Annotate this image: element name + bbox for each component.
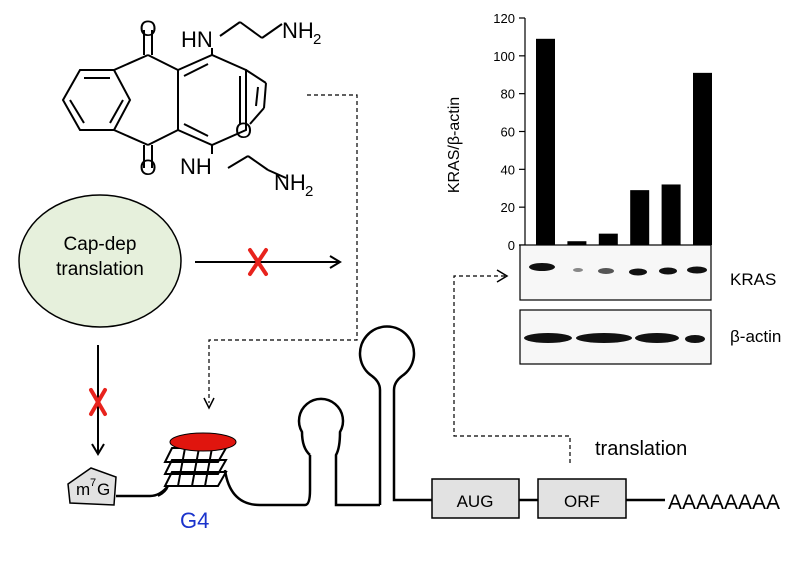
m7g-cap-pentagon	[67, 467, 117, 506]
amine-nh-bottom: NH	[180, 154, 212, 179]
western-blot: KRAS β-actin	[519, 244, 781, 365]
dashed-connector-molecule-g4	[208, 94, 358, 403]
actin-band	[524, 333, 572, 343]
kras-band	[659, 267, 677, 275]
ligand-bound-ellipse	[169, 432, 237, 452]
kras-band	[687, 266, 707, 274]
y-tick-label: 40	[501, 162, 515, 177]
dashed-arrowhead-g4	[203, 397, 215, 410]
g4-label: G4	[180, 508, 209, 533]
molecule-structure	[61, 21, 287, 179]
furan-oxygen: O	[235, 118, 252, 143]
amine-hn-top: HN	[181, 27, 213, 52]
g-quadruplex-icon	[157, 447, 228, 497]
actin-band	[635, 333, 679, 343]
poly-a-tail-label: AAAAAAAA	[668, 491, 780, 514]
kras-bar-chart: 0 20 40 60 80 100 120 KRAS/β-actin	[446, 11, 712, 253]
chart-y-axis-label: KRAS/β-actin	[446, 97, 463, 193]
y-tick-label: 80	[501, 87, 515, 102]
dashed-connector-orf-blot	[453, 275, 571, 463]
kras-blot-label: KRAS	[730, 270, 776, 289]
actin-band	[576, 333, 632, 343]
aug-box	[431, 478, 520, 519]
kras-band	[598, 268, 614, 274]
orf-box	[537, 478, 627, 519]
kras-bands	[529, 263, 707, 276]
mrna-strand	[116, 325, 665, 507]
kras-band	[529, 263, 555, 271]
bar-4	[630, 190, 650, 245]
bar-5	[661, 184, 681, 245]
actin-band	[685, 335, 705, 343]
amine-nh2-top-subscript: 2	[313, 31, 321, 48]
amine-nh2-bottom: NH	[274, 170, 306, 195]
actin-blot-label: β-actin	[730, 327, 781, 346]
m7g-label-sup: 7	[90, 477, 96, 489]
carbonyl-oxygen-bottom: O	[139, 155, 156, 180]
y-tick-label: 120	[493, 11, 515, 26]
dashed-arrowhead-blot	[496, 269, 509, 283]
y-tick-label: 0	[508, 238, 515, 253]
amine-nh2-top: NH	[282, 18, 314, 43]
actin-bands	[524, 333, 705, 343]
m7g-label-g: G	[97, 480, 110, 499]
cap-dep-label-line1: Cap-dep	[64, 234, 137, 255]
y-tick-label: 60	[501, 125, 515, 140]
inhibit-x-icon-down	[89, 388, 107, 416]
bar-2	[567, 241, 587, 245]
translation-label: translation	[595, 438, 687, 460]
carbonyl-oxygen-top: O	[139, 16, 156, 41]
bar-3	[598, 233, 618, 245]
bar-6	[693, 72, 712, 245]
inhibit-x-icon-right	[248, 248, 268, 276]
amine-nh2-bottom-subscript: 2	[305, 183, 313, 200]
cap-dep-translation-ellipse	[18, 194, 182, 328]
cap-dep-label-line2: translation	[56, 259, 144, 280]
kras-band	[629, 268, 647, 276]
bar-1	[536, 38, 555, 245]
m7g-label-m: m	[76, 480, 90, 499]
kras-band	[573, 268, 583, 272]
kras-blot-panel	[519, 244, 712, 301]
y-tick-label: 20	[501, 200, 515, 215]
blocked-arrow-right	[195, 255, 342, 269]
y-tick-label: 100	[493, 49, 515, 64]
aug-label: AUG	[457, 492, 494, 511]
orf-label: ORF	[564, 492, 600, 511]
